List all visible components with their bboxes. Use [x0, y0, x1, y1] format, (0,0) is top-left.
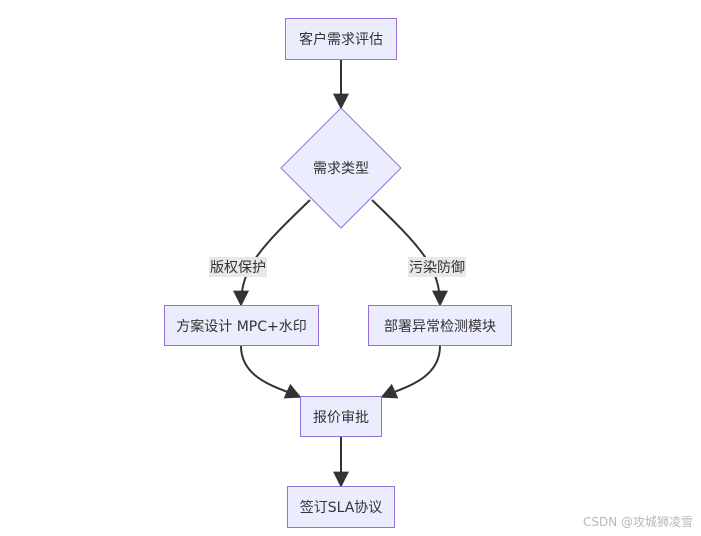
- node-requirement-type-label: 需求类型: [281, 158, 401, 178]
- node-quote-approval: 报价审批: [300, 396, 382, 437]
- node-customer-assessment: 客户需求评估: [285, 18, 397, 60]
- edge-decision-to-deploy: [371, 199, 448, 307]
- decision-diamond: [280, 107, 402, 229]
- edge-decision-to-design: [233, 199, 311, 307]
- decision-text: 需求类型: [313, 161, 369, 177]
- edge-deploy-to-quote: [380, 345, 441, 399]
- node-quote-approval-label: 报价审批: [313, 409, 369, 426]
- watermark-text: CSDN @攻城狮凌雪: [582, 515, 693, 529]
- edge-label-pollution: 污染防御: [408, 257, 466, 277]
- watermark: CSDN @攻城狮凌雪: [583, 513, 693, 530]
- edge-label-copyright-text: 版权保护: [210, 260, 266, 276]
- node-solution-design: 方案设计 MPC+水印: [164, 305, 319, 346]
- node-deploy-anomaly-detection-label: 部署异常检测模块: [384, 318, 496, 335]
- node-sign-sla: 签订SLA协议: [287, 486, 395, 528]
- node-solution-design-label: 方案设计 MPC+水印: [176, 318, 307, 335]
- node-deploy-anomaly-detection: 部署异常检测模块: [368, 305, 512, 346]
- edge-label-pollution-text: 污染防御: [409, 260, 465, 276]
- edge-label-copyright: 版权保护: [209, 257, 267, 277]
- edge-design-to-quote: [240, 345, 302, 399]
- node-customer-assessment-label: 客户需求评估: [299, 32, 383, 48]
- node-sign-sla-label: 签订SLA协议: [299, 500, 383, 516]
